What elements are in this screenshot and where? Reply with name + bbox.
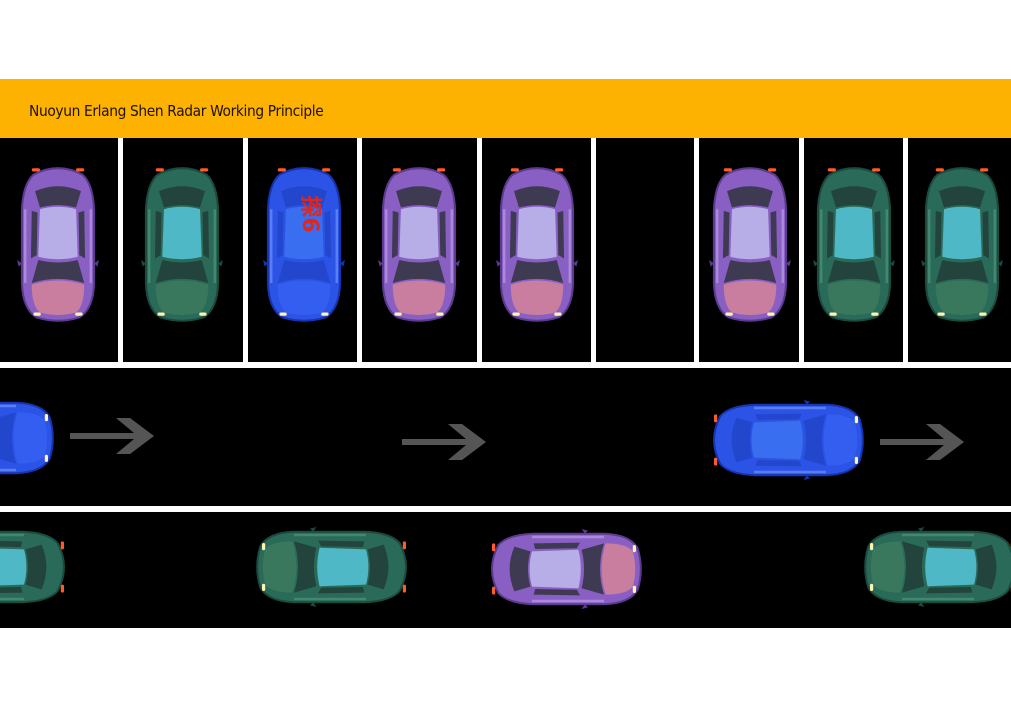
- stall-divider-line: [591, 138, 596, 362]
- parked-car-purple: [496, 168, 578, 321]
- arrow-right-icon: [70, 418, 154, 454]
- title-banner: Nuoyun Erlang Shen Radar Working Princip…: [0, 79, 1011, 138]
- parallel-parked-car-green: [257, 527, 406, 607]
- parallel-parked-car-green: [865, 527, 1011, 607]
- parallel-parking-row: [0, 527, 1011, 609]
- stall-divider-line: [118, 138, 123, 362]
- stall-divider-line: [799, 138, 804, 362]
- lane-lines: [0, 138, 1011, 512]
- parking-scene-canvas: 探6: [0, 138, 1011, 628]
- stall-divider-line: [694, 138, 699, 362]
- parked-car-green: [141, 168, 223, 321]
- parked-car-purple: [378, 168, 460, 321]
- parked-car-green: [921, 168, 1003, 321]
- stall-divider-line: [477, 138, 482, 362]
- parking-scene: 探6: [0, 138, 1011, 628]
- parked-car-green: [813, 168, 895, 321]
- parked-car-blue: 探6: [263, 168, 345, 321]
- lane-divider-line: [0, 362, 1011, 368]
- stall-divider-line: [903, 138, 908, 362]
- parallel-parked-car-green: [0, 527, 64, 607]
- stall-divider-line: [357, 138, 362, 362]
- moving-car-blue: [714, 400, 863, 480]
- banner-title: Nuoyun Erlang Shen Radar Working Princip…: [29, 102, 324, 120]
- parked-car-purple: [17, 168, 99, 321]
- car-label: 探6: [297, 195, 323, 232]
- parked-car-purple: [709, 168, 791, 321]
- moving-car-blue: [0, 398, 53, 478]
- arrow-right-icon: [402, 424, 486, 460]
- parallel-parked-car-purple: [492, 529, 641, 609]
- lane-divider-line: [0, 506, 1011, 512]
- arrow-right-icon: [880, 424, 964, 460]
- driving-lane: [0, 398, 964, 480]
- stall-divider-line: [243, 138, 248, 362]
- parking-row: 探6: [17, 168, 1003, 321]
